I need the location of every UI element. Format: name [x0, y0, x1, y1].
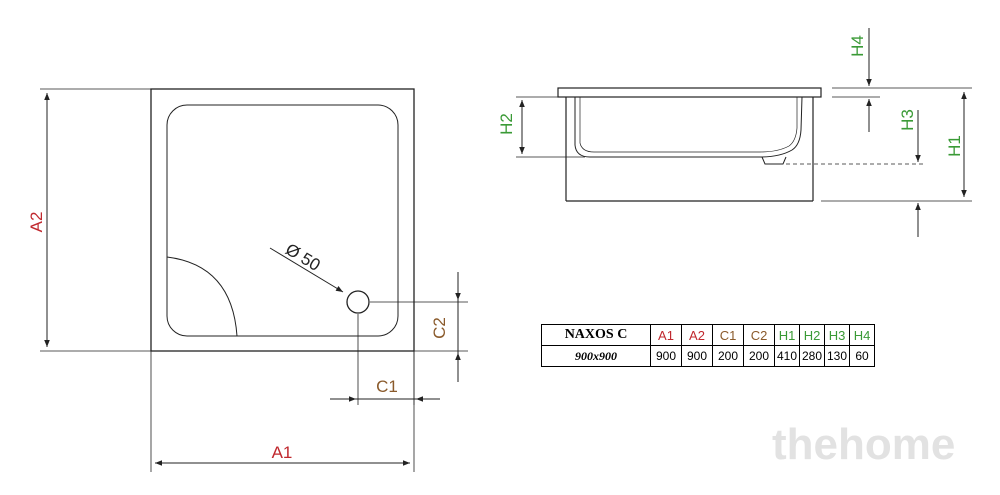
- tray-inner-basin: [166, 104, 399, 337]
- model-size: 900x900: [541, 345, 651, 367]
- value-c2: 200: [743, 345, 775, 367]
- c1-label: C1: [376, 377, 398, 396]
- value-h2: 280: [799, 345, 825, 367]
- side-view: [516, 28, 972, 237]
- drain-leader-line: [269, 247, 344, 293]
- tray-rim: [557, 87, 822, 98]
- spec-table-value-row: 900x900 900 900 200 200 410 280 130 60: [541, 345, 875, 367]
- drain-circle: [346, 290, 370, 314]
- h4-label: H4: [848, 35, 867, 57]
- a1-label: A1: [272, 443, 293, 462]
- header-h1: H1: [774, 324, 800, 346]
- header-c1: C1: [712, 324, 744, 346]
- header-h2: H2: [799, 324, 825, 346]
- drain-outlet: [761, 156, 787, 165]
- drain-diameter-label: Ø 50: [282, 240, 323, 275]
- corner-arc: [166, 256, 238, 337]
- inner-basin-profile-inner: [579, 97, 798, 153]
- spec-table-header-row: NAXOS C A1 A2 C1 C2 H1 H2 H3 H4: [541, 324, 875, 346]
- h2-label: H2: [497, 113, 516, 135]
- spec-table: NAXOS C A1 A2 C1 C2 H1 H2 H3 H4 900x900 …: [541, 324, 875, 367]
- value-c1: 200: [712, 345, 744, 367]
- header-h4: H4: [849, 324, 875, 346]
- header-a1: A1: [650, 324, 682, 346]
- tray-outline: [150, 88, 415, 352]
- value-a2: 900: [681, 345, 713, 367]
- h1-label: H1: [945, 135, 964, 157]
- value-h1: 410: [774, 345, 800, 367]
- model-name: NAXOS C: [541, 324, 651, 346]
- value-h3: 130: [824, 345, 850, 367]
- h3-label: H3: [898, 109, 917, 131]
- watermark-logo: thehome: [772, 420, 956, 469]
- a2-label: A2: [27, 212, 46, 233]
- header-a2: A2: [681, 324, 713, 346]
- inner-basin-profile: [574, 96, 803, 158]
- value-a1: 900: [650, 345, 682, 367]
- header-h3: H3: [824, 324, 850, 346]
- c2-label: C2: [430, 317, 449, 339]
- top-view: [40, 88, 468, 472]
- value-h4: 60: [849, 345, 875, 367]
- header-c2: C2: [743, 324, 775, 346]
